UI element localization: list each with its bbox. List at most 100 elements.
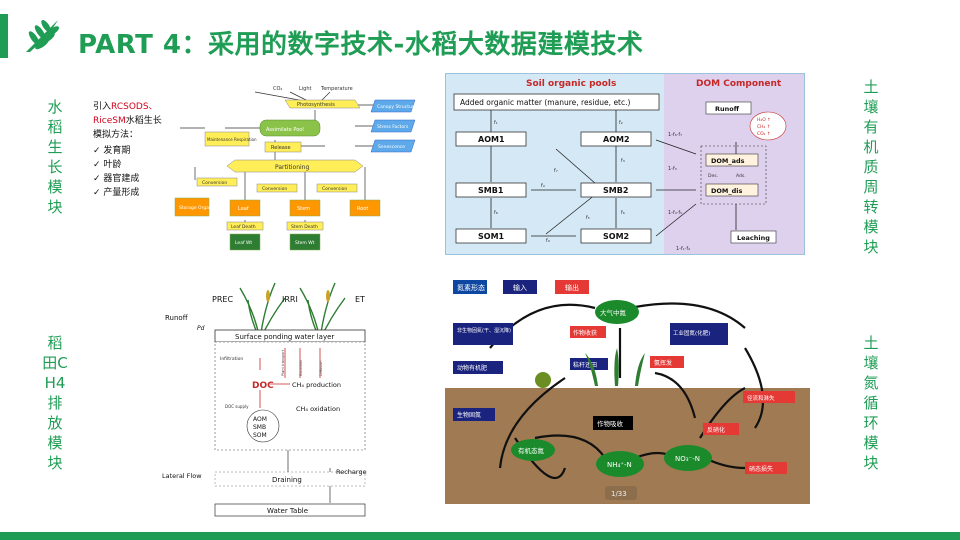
conversion-label-2: Conversion bbox=[262, 186, 287, 192]
growth-items: 发育期 叶龄 器官建成 产量形成 bbox=[93, 144, 165, 200]
gas-ch4: CH₄ ↑ bbox=[757, 124, 771, 130]
industrial-box bbox=[670, 323, 728, 345]
partitioning-box bbox=[226, 159, 364, 173]
ebullition-label: Ebullition bbox=[299, 360, 303, 376]
added-om-label: Added organic matter (manure, residue, e… bbox=[460, 98, 631, 107]
flux-f2: f₂ bbox=[619, 120, 623, 126]
assimilate-label: Assimilate Pool bbox=[266, 127, 304, 133]
uptake-box bbox=[593, 416, 633, 430]
abiotic-box bbox=[453, 323, 513, 345]
aom-label: AOM bbox=[253, 416, 267, 423]
leaf-wt-label: Leaf Wt bbox=[235, 240, 252, 246]
aom2-label: AOM2 bbox=[603, 135, 630, 144]
conversion-label-3: Conversion bbox=[322, 186, 347, 192]
des-label: Des. bbox=[708, 173, 718, 179]
flux-f8: f₈ bbox=[494, 210, 498, 216]
stem-box bbox=[289, 199, 321, 217]
legend-form: 氮素形态 bbox=[457, 283, 485, 292]
nitrogen-diagram: 氮素形态 输入 输出 大气中氮 作物收获 非生物固氮(干、湿沉降) 工业固氮(化… bbox=[445, 268, 810, 504]
senescence-box bbox=[370, 139, 416, 153]
et-label: ET bbox=[355, 295, 365, 304]
release-box bbox=[264, 141, 302, 153]
page-title: PART 4：采用的数字技术-水稻大数据建模技术 bbox=[78, 30, 644, 60]
nitrogen-svg: 氮素形态 输入 输出 大气中氮 作物收获 非生物固氮(干、湿沉降) 工业固氮(化… bbox=[445, 280, 810, 504]
label-nitrogen: 土壤氮循环模块 bbox=[863, 334, 879, 472]
leaf-death-box bbox=[226, 221, 264, 231]
harvest-box bbox=[570, 326, 606, 338]
som-label: SOM bbox=[253, 432, 267, 439]
atmosphere-label: 大气中氮 bbox=[600, 308, 627, 317]
crop-plants-icon bbox=[585, 348, 645, 386]
som1-label: SOM1 bbox=[478, 232, 505, 241]
legend-out-box bbox=[555, 280, 589, 294]
aom1-label: AOM1 bbox=[478, 135, 505, 144]
soil-pools-svg: Soil organic pools DOM Component Added o… bbox=[453, 74, 804, 254]
footer-bar bbox=[0, 532, 960, 540]
conversion-box bbox=[196, 177, 238, 187]
conversion-box bbox=[316, 183, 358, 193]
abiotic-label: 非生物固氮(干、湿沉降) bbox=[457, 327, 511, 334]
soil-profile bbox=[214, 341, 366, 451]
microbe-label: 生物固氮 bbox=[457, 411, 481, 419]
soil-carbon-diagram: Soil organic pools DOM Component Added o… bbox=[445, 73, 805, 255]
gas-h2o: H₂O ↑ bbox=[757, 117, 771, 123]
growth-item: 发育期 bbox=[93, 144, 165, 158]
partitioning-label: Partitioning bbox=[275, 164, 309, 171]
flux-fr-c: 1-f₆·f₇ bbox=[668, 132, 682, 138]
growth-flow-svg: CO₂ Light Temperature Photosynthesis Can… bbox=[174, 86, 417, 251]
harvest-label: 作物收获 bbox=[573, 329, 597, 337]
ch4-prod-label: CH₄ production bbox=[292, 381, 341, 389]
infiltration-label: Infiltration bbox=[220, 356, 243, 362]
intro-models-2: RiceSM bbox=[93, 116, 126, 126]
som2-box bbox=[580, 228, 652, 244]
aom1-box bbox=[455, 131, 527, 147]
leach-label: 径流和淋失 bbox=[747, 394, 775, 402]
pool-circle bbox=[246, 409, 280, 443]
ammonia-label: 氨挥发 bbox=[654, 359, 672, 367]
photosynthesis-box bbox=[284, 99, 361, 109]
maint-resp-box bbox=[204, 131, 250, 147]
manure-label: 动物有机肥 bbox=[457, 364, 487, 372]
irri-label: IRRI bbox=[282, 295, 298, 304]
legend-in-box bbox=[503, 280, 537, 294]
aom2-box bbox=[580, 131, 652, 147]
growth-item: 产量形成 bbox=[93, 186, 165, 200]
temp-label: Temperature bbox=[320, 86, 353, 92]
runoff-label: Runoff bbox=[165, 314, 188, 322]
storage-label: Storage Organ bbox=[179, 205, 212, 211]
prec-label: PREC bbox=[212, 295, 233, 304]
decomp-label: DOC supply bbox=[225, 404, 249, 409]
organic-label: 有机态氮 bbox=[518, 446, 545, 455]
flux-f4: f₄ bbox=[541, 183, 545, 189]
rice-leaf-logo-icon bbox=[26, 20, 59, 52]
dom-dashed-box bbox=[700, 145, 767, 205]
diffusion-label: Diffusion bbox=[319, 361, 323, 376]
added-om-box bbox=[453, 93, 660, 111]
leaf-wt-box bbox=[229, 233, 261, 251]
ch4-svg: PREC IRRI ET Runoff Pd Surface ponding w… bbox=[162, 282, 367, 517]
ch4-ox-label: CH₄ oxidation bbox=[296, 405, 340, 413]
growth-item: 叶龄 bbox=[93, 158, 165, 172]
ads-label: Ads. bbox=[736, 173, 746, 179]
ch4-diagram: PREC IRRI ET Runoff Pd Surface ponding w… bbox=[160, 278, 405, 518]
doc-label: DOC bbox=[252, 381, 274, 391]
stem-wt-label: Stem Wt bbox=[295, 240, 315, 246]
canopy-label: Canopy Structure bbox=[377, 104, 417, 110]
label-rice-growth: 水稻生长模块 bbox=[47, 98, 63, 216]
intro-models-1: RCSODS、 bbox=[111, 102, 158, 112]
gas-co2: CO₂ ↑ bbox=[757, 131, 771, 137]
industrial-label: 工业固氮(化肥) bbox=[673, 329, 710, 337]
dom-title: DOM Component bbox=[696, 79, 782, 89]
intro-prefix: 引入 bbox=[93, 102, 112, 112]
flux-f6: f₆ bbox=[621, 210, 625, 216]
root-box bbox=[349, 199, 381, 217]
conversion-box bbox=[256, 183, 298, 193]
intro-suffix: 水稻生长模拟方法： bbox=[93, 116, 162, 140]
no3-node bbox=[664, 445, 712, 471]
stress-label: Stress Factors bbox=[377, 124, 409, 130]
draining-layer bbox=[214, 471, 366, 487]
tree-icon bbox=[535, 372, 551, 388]
page-indicator bbox=[605, 486, 637, 500]
flux-fr-dom: 1-f₁·f₂ bbox=[676, 246, 690, 252]
root-label: Root bbox=[357, 206, 368, 212]
